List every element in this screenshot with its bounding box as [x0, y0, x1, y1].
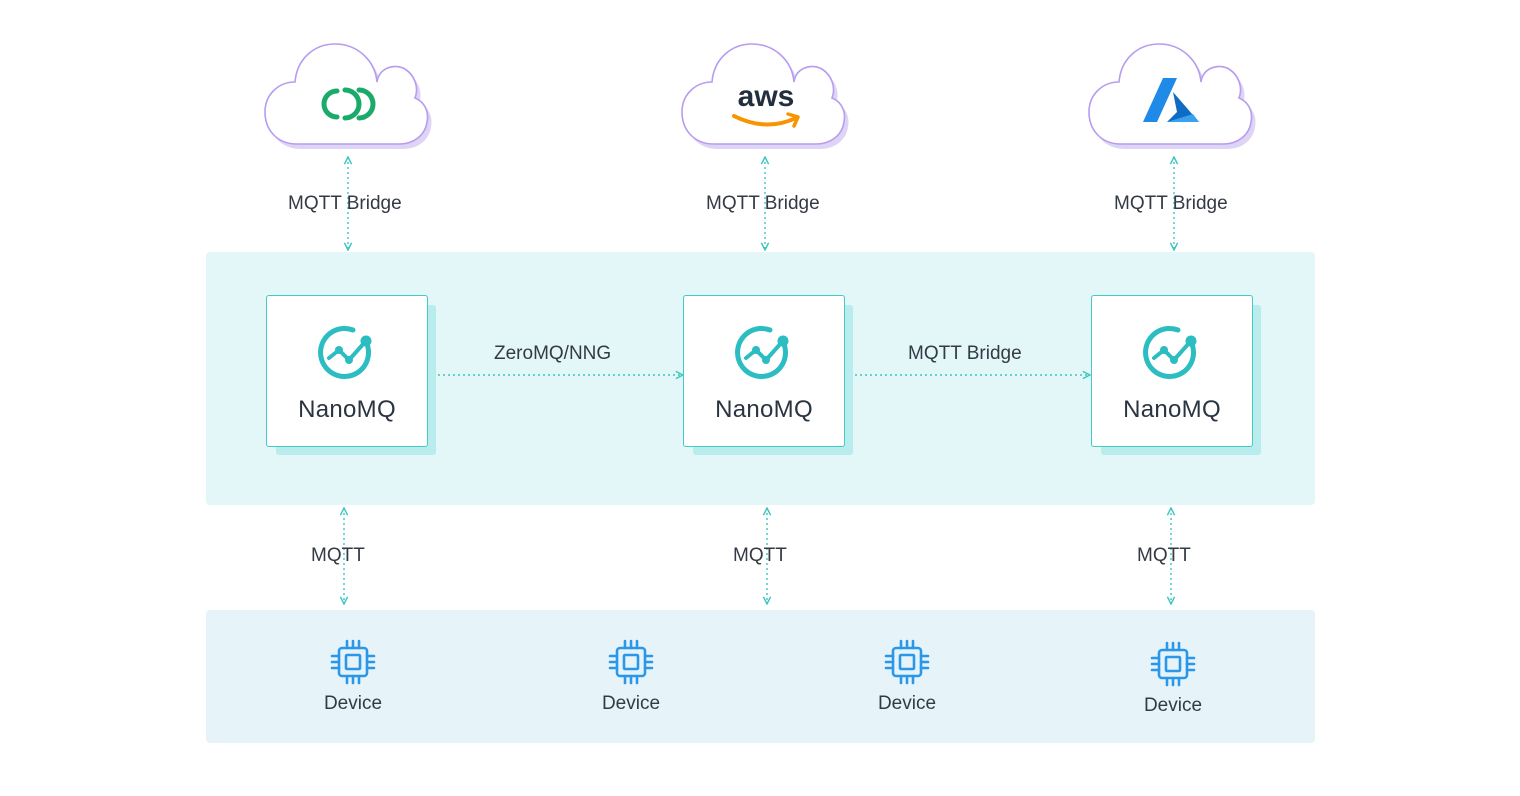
cloud-aws: aws — [680, 40, 850, 152]
cloud-emqx — [263, 40, 433, 152]
mqtt-label-2: MQTT — [733, 545, 787, 566]
device-4: Device — [1113, 640, 1233, 730]
device-1: Device — [293, 638, 413, 728]
device-label: Device — [323, 693, 383, 714]
cloud-shape-icon — [1088, 43, 1256, 149]
mqtt-label-3: MQTT — [1137, 545, 1191, 566]
device-label: Device — [1143, 695, 1203, 716]
chip-icon — [608, 639, 654, 685]
chip-icon — [884, 639, 930, 685]
nanomq-logo-icon — [1143, 325, 1197, 379]
nanomq-node-1: NanoMQ — [266, 295, 436, 455]
cloud-azure — [1087, 40, 1257, 152]
device-3: Device — [847, 638, 967, 728]
device-2: Device — [571, 638, 691, 728]
chip-icon — [1150, 641, 1196, 687]
device-label: Device — [877, 693, 937, 714]
device-label: Device — [601, 693, 661, 714]
nanomq-label: NanoMQ — [715, 396, 813, 423]
aws-logo-icon: aws — [732, 80, 800, 128]
nanomq-logo-icon — [318, 325, 372, 379]
mqtt-label-1: MQTT — [311, 545, 365, 566]
chip-icon — [330, 639, 376, 685]
bridge-label-2: MQTT Bridge — [706, 193, 820, 214]
link-label-mqtt-bridge: MQTT Bridge — [908, 343, 1022, 364]
bridge-label-1: MQTT Bridge — [288, 193, 402, 214]
nanomq-node-3: NanoMQ — [1091, 295, 1261, 455]
nanomq-node-2: NanoMQ — [683, 295, 853, 455]
aws-logo-text: aws — [738, 80, 795, 113]
nanomq-label: NanoMQ — [1123, 396, 1221, 423]
nanomq-label: NanoMQ — [298, 396, 396, 423]
cloud-shape-icon — [681, 43, 849, 149]
bridge-label-3: MQTT Bridge — [1114, 193, 1228, 214]
emqx-logo-icon — [321, 87, 376, 121]
cloud-shape-icon — [264, 43, 432, 149]
link-label-zeromq: ZeroMQ/NNG — [494, 343, 612, 364]
device-layer-band — [206, 610, 1315, 743]
nanomq-logo-icon — [735, 325, 789, 379]
azure-logo-icon — [1143, 78, 1199, 122]
